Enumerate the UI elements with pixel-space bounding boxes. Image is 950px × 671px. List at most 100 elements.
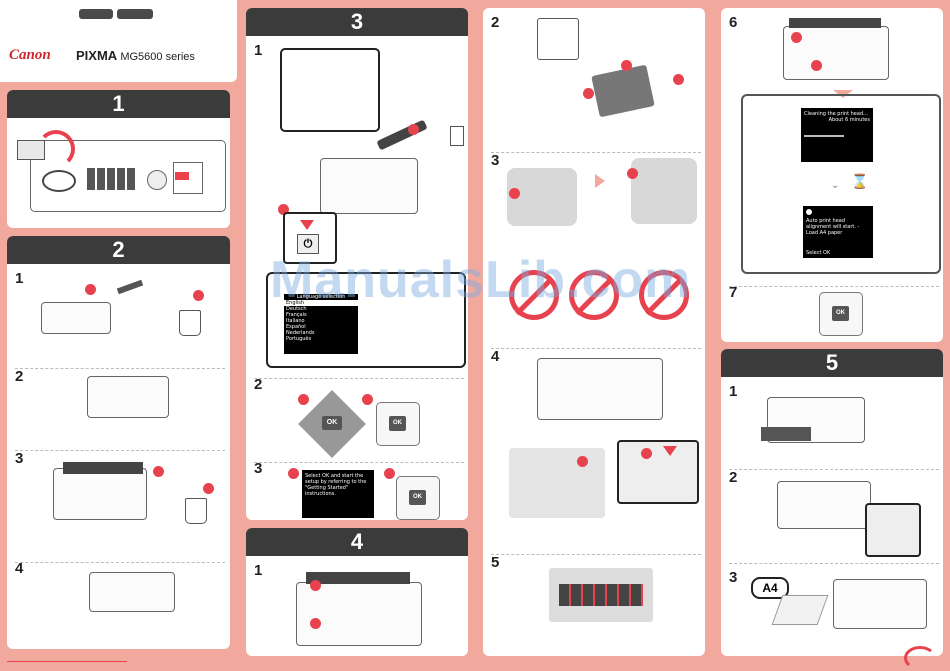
language-option[interactable]: Deutsch	[286, 306, 307, 312]
footer-rule	[7, 661, 127, 662]
trash-bin-icon	[185, 498, 207, 524]
callout-dot	[288, 468, 299, 479]
power-cord-icon	[376, 119, 428, 151]
scanner-unit-lid	[789, 18, 881, 28]
chevron-down-icon: ⌄	[831, 180, 840, 191]
power-button-icon[interactable]: ⏻	[297, 234, 319, 254]
callout-dot	[811, 60, 822, 71]
step-number: 2	[254, 376, 263, 393]
step-separator	[491, 348, 701, 349]
callout-dot	[621, 60, 632, 71]
ok-button[interactable]: OK	[409, 490, 426, 505]
press-arrow-icon	[663, 446, 677, 456]
setup-screen: Select OK and start the setup by referri…	[302, 470, 374, 518]
ok-keypad[interactable]: OK	[376, 402, 420, 446]
next-arrow-icon	[595, 174, 605, 188]
step-number: 3	[729, 569, 738, 586]
section-2-panel: 2 1 2 3 4	[7, 236, 230, 649]
callout-dot	[193, 290, 204, 301]
callout-dot	[627, 168, 638, 179]
ok-keypad[interactable]: OK	[819, 292, 863, 336]
product-name: PIXMA MG5600 series	[76, 48, 195, 63]
language-option[interactable]: Português	[286, 336, 312, 342]
power-cord-icon	[42, 170, 76, 192]
paper-sheet-icon	[771, 595, 829, 625]
callout-dot	[583, 88, 594, 99]
language-option[interactable]: Italiano	[286, 318, 305, 324]
callout-dot	[791, 32, 802, 43]
section-5-panel: 5 1 2 3 A4	[721, 349, 943, 656]
callout-dot	[298, 394, 309, 405]
tape-icon	[116, 279, 144, 295]
language-option[interactable]: English	[284, 300, 358, 306]
product-model: MG5600 series	[120, 51, 195, 63]
ok-button-label[interactable]: OK	[322, 416, 342, 430]
step-number: 3	[15, 450, 24, 467]
manual-cover-icon	[175, 172, 189, 180]
ink-slot-closeup	[617, 440, 699, 504]
connector-closeup	[280, 48, 380, 132]
section-header: 1	[7, 90, 230, 118]
step-number: 6	[729, 14, 738, 31]
section-header: 3	[246, 8, 468, 36]
header-tab-1	[79, 9, 113, 19]
ok-button[interactable]: OK	[832, 306, 849, 321]
step-separator	[729, 286, 939, 287]
screen-sequence-frame	[741, 94, 941, 274]
section-4-panel: 4 1	[246, 528, 468, 656]
ok-button[interactable]: OK	[389, 416, 406, 431]
box-contents-frame	[30, 140, 226, 212]
step-separator	[15, 450, 225, 451]
callout-dot	[673, 74, 684, 85]
language-option[interactable]: Español	[286, 324, 306, 330]
step-separator	[15, 562, 225, 563]
callout-dot	[641, 448, 652, 459]
step-number: 3	[254, 460, 263, 477]
info-icon	[806, 209, 812, 215]
watermark: ManualsLib.com	[270, 251, 692, 309]
callout-dot	[384, 468, 395, 479]
press-arrow-icon	[300, 220, 314, 230]
printer-open-illustration	[296, 582, 422, 646]
step-number: 7	[729, 284, 738, 301]
section-header: 2	[7, 236, 230, 264]
printer-illustration	[777, 481, 871, 529]
setup-screen-text: Select OK and start the setup by referri…	[305, 473, 367, 497]
step-separator	[254, 462, 464, 463]
step-number: 1	[254, 562, 263, 579]
cassette-icon	[761, 427, 811, 441]
step-number: 2	[729, 469, 738, 486]
scanner-unit-lid	[63, 462, 143, 474]
cleaning-screen-line2: About 6 minutes	[828, 117, 870, 123]
step-number: 4	[15, 560, 24, 577]
section-header: 4	[246, 528, 468, 556]
callout-dot	[408, 124, 419, 135]
printer-illustration	[833, 579, 927, 629]
cd-icon	[147, 170, 167, 190]
callout-dot	[577, 456, 588, 467]
ink-tanks-icon	[87, 168, 137, 190]
product-line: PIXMA	[76, 48, 117, 63]
step-number: 2	[491, 14, 500, 31]
paper-guide-closeup	[865, 503, 921, 557]
scanner-unit-lid	[306, 572, 410, 584]
head-alignment-panel: 6 Cleaning the print head... About 6 min…	[721, 8, 943, 342]
ok-keypad[interactable]: OK	[396, 476, 440, 520]
ink-steps-panel: 2 3 4 5	[483, 8, 705, 656]
callout-dot	[310, 580, 321, 591]
step-separator	[729, 563, 939, 564]
canon-logo: Canon	[9, 47, 51, 63]
do-not-touch-icon	[569, 270, 619, 320]
section-header: 5	[721, 349, 943, 377]
wall-outlet-icon	[450, 126, 464, 146]
paper-size-label: A4	[751, 577, 789, 599]
language-option[interactable]: Français	[286, 312, 307, 318]
printer-open-illustration	[53, 468, 147, 520]
cleaning-screen-line1: Cleaning the print head...	[804, 111, 868, 117]
language-option[interactable]: Nederlands	[286, 330, 315, 336]
trash-bin-icon	[179, 310, 201, 336]
language-callout-frame	[266, 272, 466, 368]
step-number: 3	[491, 152, 500, 169]
step-number: 1	[729, 383, 738, 400]
